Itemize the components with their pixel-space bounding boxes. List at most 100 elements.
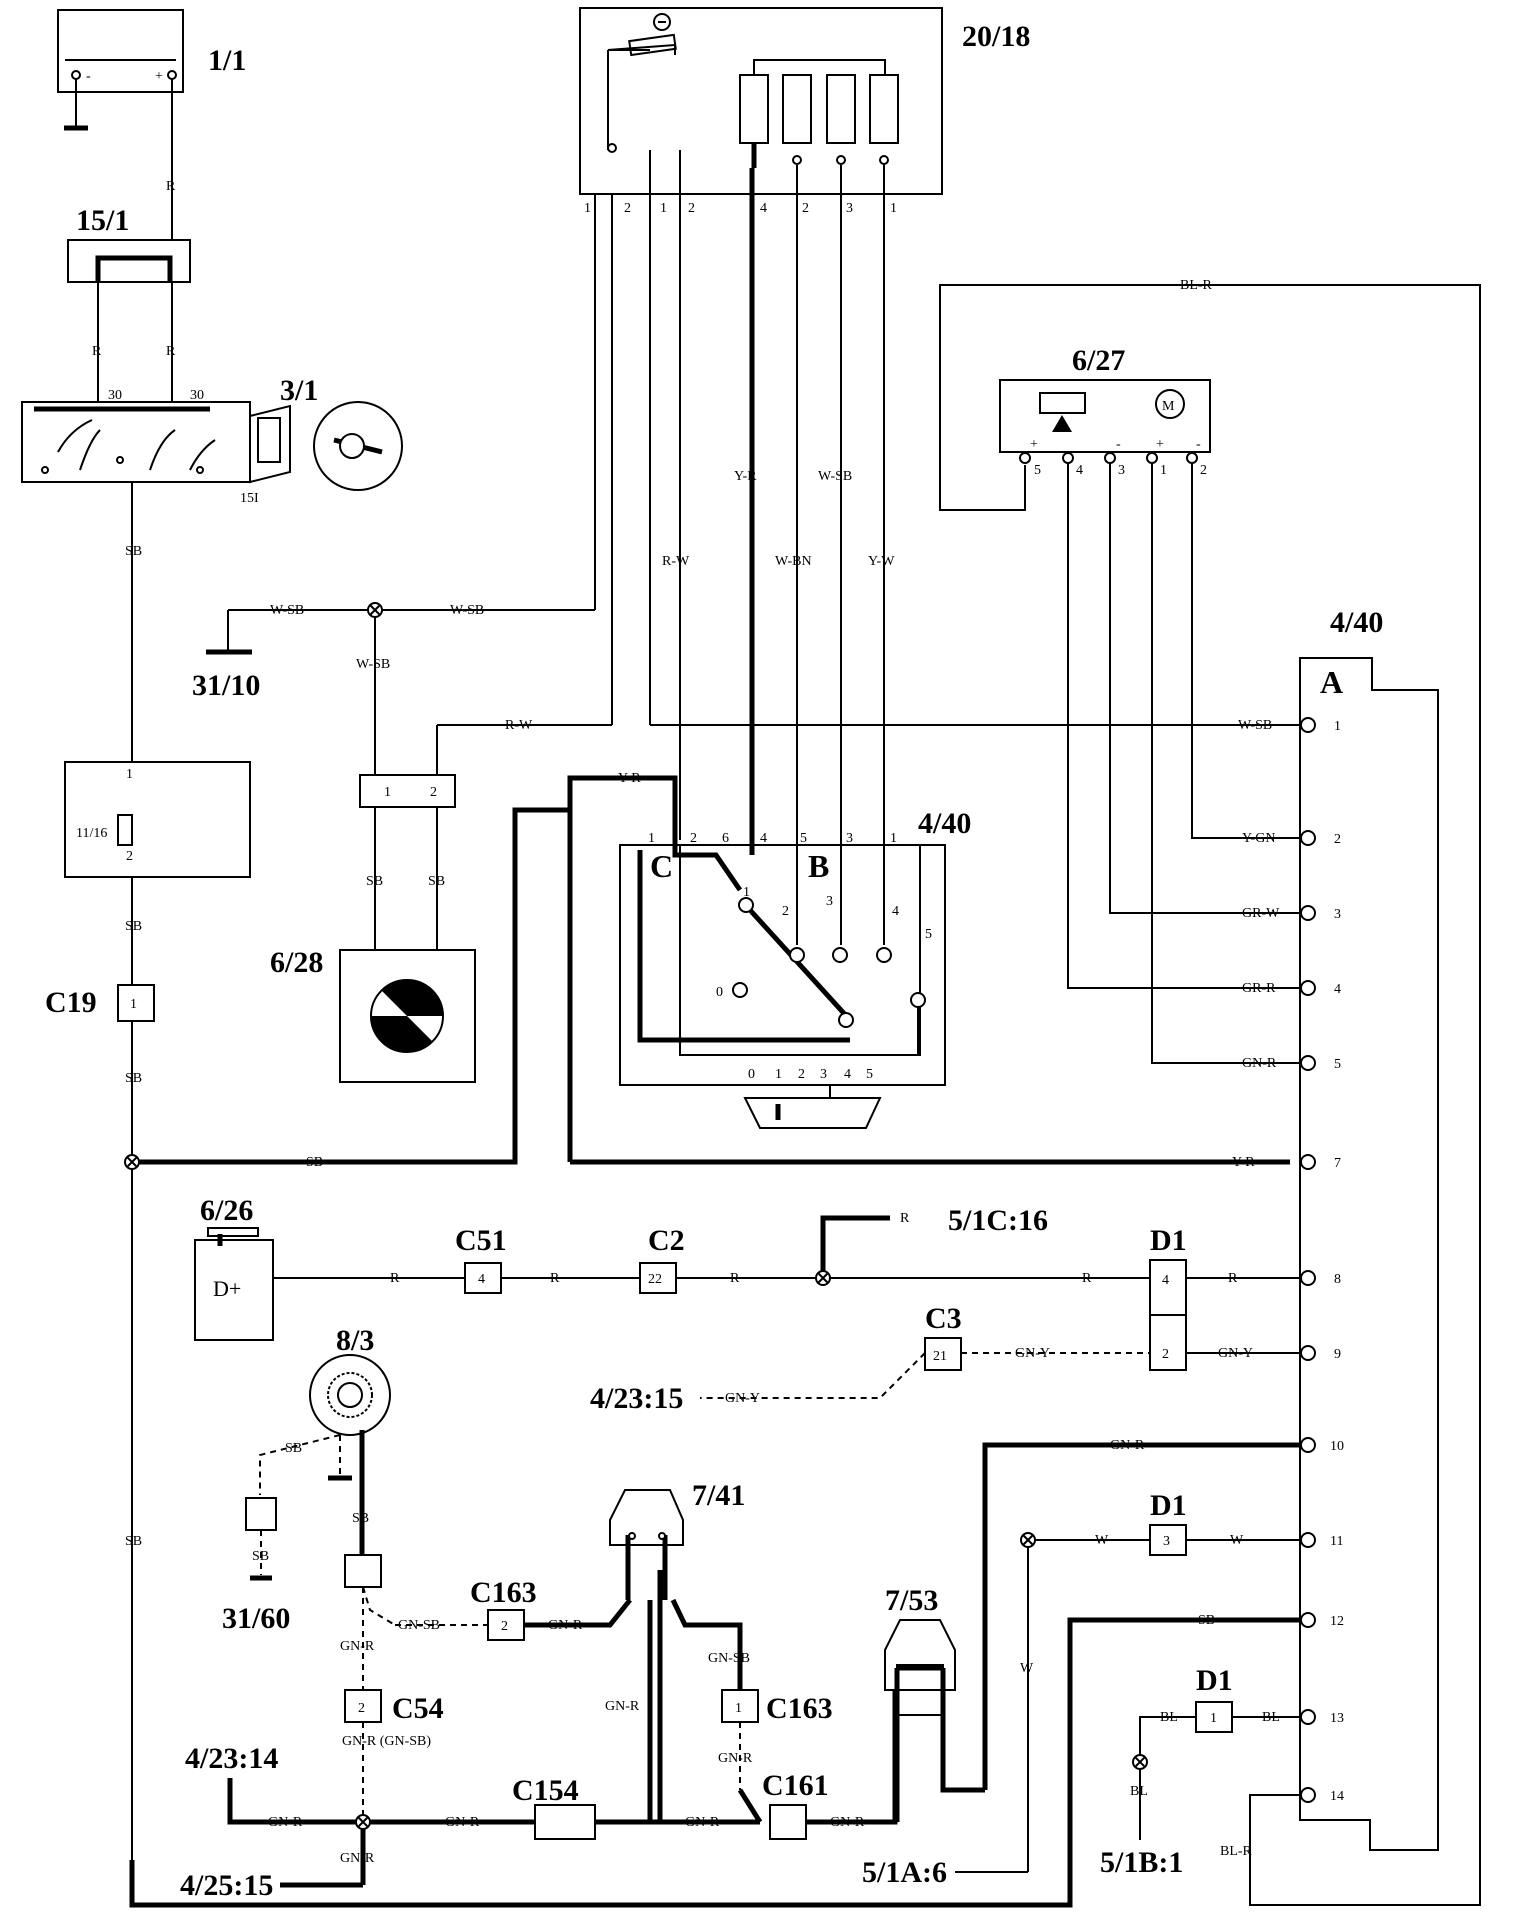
- label-5-1b-1: 5/1B:1: [1100, 1846, 1183, 1879]
- wire-label: R: [166, 179, 176, 194]
- wire-label: W: [1095, 1533, 1109, 1548]
- pin-label: 12: [1330, 1614, 1344, 1629]
- battery-1-1: - +: [57, 9, 184, 160]
- alternator-6-26: D+: [194, 1227, 274, 1341]
- pin-label: 1: [648, 831, 655, 846]
- motor-symbol: M: [1162, 399, 1175, 414]
- pin-label: 15I: [240, 491, 259, 506]
- pin-label: 3: [1334, 907, 1341, 922]
- pin-label: 6: [722, 831, 729, 846]
- label-4-40-module: 4/40: [1330, 606, 1383, 639]
- diode-d1-b: [1149, 1524, 1187, 1556]
- connector-c2: [639, 1262, 677, 1294]
- pin-label: 4: [1162, 1273, 1169, 1288]
- pin-label: 1: [890, 831, 897, 846]
- label-c163-b: C163: [766, 1692, 833, 1725]
- wire-label: GN-R: [548, 1618, 583, 1633]
- wire-label: GN-R: [830, 1815, 865, 1830]
- pin-label: 4: [760, 201, 767, 216]
- relay-box: [344, 1554, 382, 1588]
- pin-label: 14: [1330, 1789, 1344, 1804]
- label-3-1: 3/1: [280, 374, 318, 407]
- wire-label: GN-Y: [1218, 1346, 1253, 1361]
- component-20-18: 1 2 1 2 4 2 3 1: [579, 7, 943, 216]
- label-6-26: 6/26: [200, 1194, 253, 1227]
- wire-label: SB: [285, 1441, 302, 1456]
- pin-label: 3: [846, 201, 853, 216]
- section-b: B: [808, 848, 829, 884]
- wire-label: Y-R: [1232, 1155, 1255, 1170]
- connector-c51: [464, 1262, 502, 1294]
- pin-label: 1: [1160, 463, 1167, 478]
- connector-c163-b: [721, 1689, 759, 1723]
- wire-label: R: [550, 1271, 560, 1286]
- label-c163-a: C163: [470, 1576, 537, 1609]
- pin-label: 1: [130, 997, 137, 1012]
- wire-label: GN-R: [685, 1815, 720, 1830]
- label-7-53: 7/53: [885, 1584, 938, 1617]
- label-6-27: 6/27: [1072, 344, 1125, 377]
- component-6-27: M + - + - 5 4 3 1 2: [999, 379, 1211, 478]
- label-7-41: 7/41: [692, 1479, 745, 1512]
- wire-label: BL-R: [1220, 1844, 1253, 1859]
- wire-label: Y-W: [868, 554, 895, 569]
- pin-label: +: [155, 69, 163, 84]
- label-31-10: 31/10: [192, 669, 260, 702]
- wire-label: W-BN: [775, 554, 812, 569]
- wire-label: GR-R: [1242, 981, 1276, 996]
- sensor-7-53: [884, 1619, 985, 1822]
- component-11-16: 11/16 1 2: [64, 761, 251, 878]
- pin-label: 30: [108, 388, 122, 403]
- wire-label: GN-R: [268, 1815, 303, 1830]
- pin-label: 2: [798, 1067, 805, 1082]
- section-a: A: [1320, 664, 1343, 700]
- pin-label: 3: [846, 831, 853, 846]
- label-d1-b: D1: [1150, 1489, 1187, 1522]
- wire-label: GN-SB: [708, 1651, 750, 1666]
- pin-label: 22: [648, 1272, 662, 1287]
- wire-label: SB: [428, 874, 445, 889]
- pin-label: 7: [1334, 1156, 1341, 1171]
- label-5-1c-16: 5/1C:16: [948, 1204, 1048, 1237]
- wire-label: GR-W: [1242, 906, 1280, 921]
- pin-label: 2: [782, 904, 789, 919]
- pin-label: 11: [1330, 1534, 1343, 1549]
- pin-label: 2: [690, 831, 697, 846]
- wire-label: W: [1020, 1661, 1034, 1676]
- wire-label: SB: [125, 1071, 142, 1086]
- pin-label: 2: [501, 1619, 508, 1634]
- pin-label: 2: [126, 849, 133, 864]
- wire-label: W-SB: [450, 603, 484, 618]
- label-5-1a-6: 5/1A:6: [862, 1856, 947, 1889]
- wire-label: Y-R: [734, 469, 757, 484]
- label-31-60: 31/60: [222, 1602, 290, 1635]
- pin-label: 0: [748, 1067, 755, 1082]
- label-15-1: 15/1: [76, 204, 129, 237]
- pin-label: -: [1196, 437, 1201, 452]
- fan-6-28: [339, 949, 476, 1083]
- pin-label: 5: [800, 831, 807, 846]
- wire-label: GN-R: [1110, 1438, 1145, 1453]
- pin-label: 13: [1330, 1711, 1344, 1726]
- wire-label: GN-R: [605, 1699, 640, 1714]
- pin-label: -: [1116, 437, 1121, 452]
- module-a-pins: 1 2 3 4 5 7 8 9 10 11 12 13 14: [1300, 717, 1344, 1804]
- wire-label: SB: [252, 1549, 269, 1564]
- wire-label: Y-R: [618, 771, 641, 786]
- wire-label: BL: [1262, 1710, 1280, 1725]
- pin-label: 1: [584, 201, 591, 216]
- pin-label: 5: [866, 1067, 873, 1082]
- sensor-7-41: [609, 1489, 684, 1600]
- wire-label: R-W: [662, 554, 690, 569]
- wire-label: GN-Y: [725, 1391, 760, 1406]
- connector-c161: [769, 1804, 807, 1840]
- wire-label: R: [166, 344, 176, 359]
- module-4-40-a: A: [1299, 657, 1439, 1851]
- label-4-23-15: 4/23:15: [590, 1382, 683, 1415]
- label-8-3: 8/3: [336, 1324, 374, 1357]
- pin-label: 1: [1210, 1711, 1217, 1726]
- wire-label: SB: [306, 1155, 323, 1170]
- wire-label: SB: [352, 1511, 369, 1526]
- wire-label: GN-R: [340, 1639, 375, 1654]
